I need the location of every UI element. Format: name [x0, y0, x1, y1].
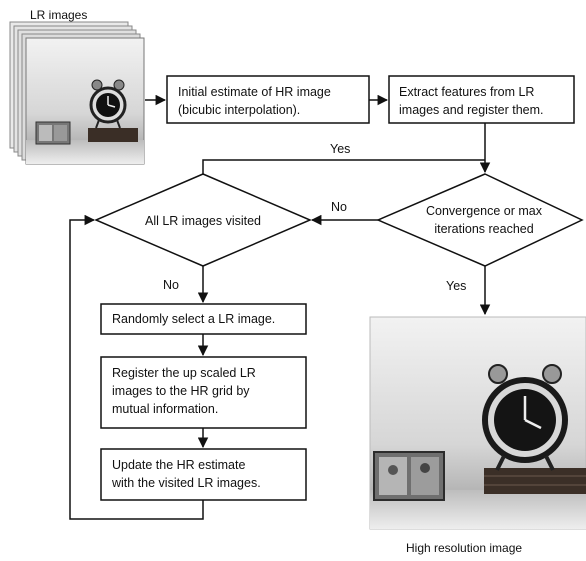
photo-frame-icon [373, 451, 445, 501]
box-random-select-line1: Randomly select a LR image. [112, 312, 275, 326]
box-register-upscaled-line3: mutual information. [112, 402, 218, 416]
lr-images-caption: LR images [30, 8, 87, 22]
box-update-estimate-line1: Update the HR estimate [112, 458, 245, 472]
decision-convergence: Convergence or max iterations reached [376, 173, 584, 267]
box-register-upscaled-line2: images to the HR grid by [112, 384, 250, 398]
edge-label-yes-down: Yes [446, 279, 466, 293]
alarm-clock-icon [482, 364, 568, 471]
box-register-upscaled: Register the up scaled LR images to the … [100, 356, 307, 429]
box-register-upscaled-line1: Register the up scaled LR [112, 366, 256, 380]
decision-convergence-line2: iterations reached [434, 222, 533, 236]
decision-all-visited-label: All LR images visited [145, 214, 261, 228]
edge-label-no-down: No [163, 278, 179, 292]
box-update-estimate: Update the HR estimate with the visited … [100, 448, 307, 501]
arrow-update-loop-back [69, 214, 204, 520]
decision-all-visited: All LR images visited [94, 173, 312, 267]
box-random-select: Randomly select a LR image. [100, 303, 307, 335]
box-initial-estimate: Initial estimate of HR image (bicubic in… [166, 75, 370, 124]
box-initial-estimate-line2: (bicubic interpolation). [178, 103, 300, 117]
lr-image-front [25, 37, 145, 165]
box-extract-features-line2: images and register them. [399, 103, 544, 117]
arrow-yes-loop-top [202, 159, 485, 174]
hr-image-caption: High resolution image [406, 541, 522, 555]
edge-label-no-right: No [331, 200, 347, 214]
book-icon [484, 468, 586, 494]
alarm-clock-icon [89, 79, 127, 129]
lr-images-stack [9, 21, 145, 165]
book-icon [88, 128, 138, 142]
edge-label-yes-top: Yes [330, 142, 350, 156]
connectors [69, 94, 491, 520]
box-update-estimate-line2: with the visited LR images. [111, 476, 261, 490]
photo-frame-icon [35, 121, 71, 145]
hr-image [369, 316, 586, 530]
box-extract-features-line1: Extract features from LR [399, 85, 534, 99]
box-initial-estimate-line1: Initial estimate of HR image [178, 85, 331, 99]
box-extract-features: Extract features from LR images and regi… [388, 75, 575, 124]
decision-convergence-line1: Convergence or max [426, 204, 543, 218]
